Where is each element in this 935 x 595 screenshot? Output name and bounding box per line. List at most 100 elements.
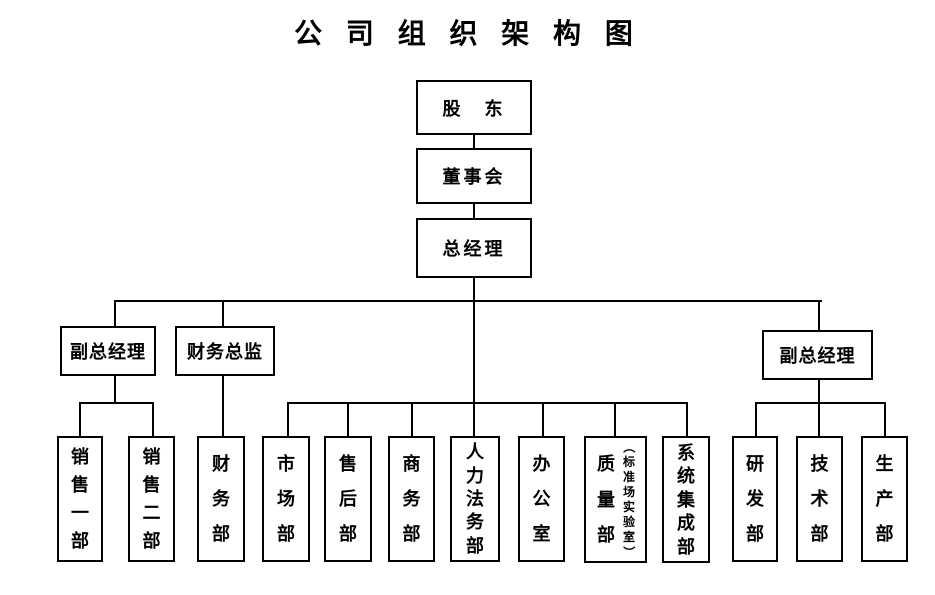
vertical-char: 市: [277, 454, 295, 474]
node-commerce-dept-label: 商务部: [403, 438, 421, 560]
vertical-char: 力: [466, 465, 484, 486]
vertical-char: 产: [875, 489, 894, 509]
vertical-char: 生: [875, 454, 894, 474]
vertical-char: 系: [677, 442, 695, 463]
connector-line: [473, 302, 475, 402]
node-system-integration-dept: 系统集成部: [662, 436, 710, 563]
vertical-char: 室: [532, 524, 551, 544]
vertical-char: 准: [622, 470, 635, 484]
connector-line: [114, 376, 116, 402]
vertical-char: 部: [677, 536, 695, 557]
node-system-integration-dept-label: 系统集成部: [677, 438, 695, 561]
node-finance-dept-label: 财务部: [212, 438, 230, 560]
vertical-char: 销: [142, 447, 161, 467]
node-board: 董事会: [416, 148, 532, 204]
vertical-char: 人: [466, 442, 484, 463]
node-technical-dept-label: 技术部: [811, 438, 829, 560]
node-general-manager-label: 总经理: [442, 239, 506, 259]
node-finance-dept: 财务部: [197, 436, 245, 562]
connector-line: [686, 404, 688, 436]
vertical-char: 部: [339, 524, 357, 544]
vertical-char: 发: [746, 489, 764, 509]
vertical-char: 法: [466, 488, 484, 509]
connector-line: [542, 404, 544, 436]
node-aftersales-dept: 售后部: [324, 436, 372, 562]
node-production-dept: 生产部: [861, 436, 908, 562]
node-production-dept-label: 生产部: [876, 438, 894, 560]
vertical-char: 验: [622, 515, 635, 529]
node-deputy-gm-left-label: 副总经理: [70, 342, 146, 362]
vertical-char: （: [621, 440, 636, 454]
node-rnd-dept-label: 研发部: [746, 438, 764, 560]
connector-line: [152, 404, 154, 436]
vertical-char: 实: [622, 500, 635, 514]
vertical-char: 务: [212, 489, 230, 509]
connector-line: [614, 404, 616, 436]
node-shareholders: 股 东: [416, 80, 532, 135]
vertical-char: 务: [466, 512, 484, 533]
vertical-char: 财: [212, 454, 230, 474]
node-finance-director-label: 财务总监: [187, 342, 263, 362]
node-deputy-gm-left: 副总经理: [60, 326, 156, 376]
vertical-char: 部: [875, 524, 894, 544]
node-sales-dept-1-label: 销售一部: [71, 438, 89, 560]
node-hr-legal-dept-label: 人力法务部: [466, 438, 484, 560]
connector-line: [473, 278, 475, 302]
vertical-char: 公: [532, 489, 551, 509]
node-board-label: 董事会: [442, 167, 506, 187]
node-office: 办公室: [518, 436, 565, 562]
vertical-char: 量: [597, 489, 615, 510]
connector-line: [755, 404, 757, 436]
connector-line: [818, 380, 820, 402]
node-marketing-dept-label: 市场部: [277, 438, 295, 560]
vertical-char: 商: [402, 454, 421, 474]
node-deputy-gm-right-label: 副总经理: [779, 346, 856, 366]
connector-line: [222, 376, 224, 436]
vertical-char: 质: [597, 454, 615, 475]
node-sales-dept-1: 销售一部: [57, 436, 103, 562]
vertical-char: 二: [142, 503, 161, 523]
node-quality-dept-label: 质量部: [593, 438, 619, 561]
vertical-char: 统: [677, 466, 695, 486]
vertical-char: 售: [339, 454, 357, 474]
vertical-char: 办: [532, 454, 551, 474]
vertical-char: 售: [142, 475, 161, 495]
node-marketing-dept: 市场部: [262, 436, 310, 562]
node-sales-dept-2: 销售二部: [128, 436, 175, 562]
connector-line: [884, 404, 886, 436]
vertical-char: 部: [71, 531, 89, 551]
chart-title: 公 司 组 织 架 构 图: [294, 18, 641, 49]
vertical-char: 术: [810, 489, 829, 509]
vertical-char: 研: [746, 454, 764, 474]
vertical-char: 场: [277, 489, 295, 509]
vertical-char: 部: [466, 535, 484, 556]
connector-line: [818, 302, 820, 330]
connector-line: [473, 135, 475, 148]
vertical-char: 成: [677, 513, 695, 533]
node-general-manager: 总经理: [416, 218, 532, 278]
vertical-char: 销: [71, 447, 89, 467]
node-quality-dept-note: （标准场实验室）: [620, 438, 638, 561]
connector-line: [79, 404, 81, 436]
connector-line: [79, 402, 154, 404]
vertical-char: 售: [71, 475, 89, 495]
connector-line: [222, 302, 224, 326]
vertical-char: 集: [677, 489, 695, 510]
connector-line: [411, 404, 413, 436]
node-commerce-dept: 商务部: [388, 436, 435, 562]
connector-line: [114, 300, 822, 302]
vertical-char: ）: [621, 545, 636, 559]
node-rnd-dept: 研发部: [732, 436, 778, 562]
vertical-char: 部: [142, 531, 161, 551]
node-deputy-gm-right: 副总经理: [762, 330, 873, 380]
vertical-char: 标: [622, 455, 635, 469]
vertical-char: 场: [622, 485, 635, 499]
connector-line: [818, 404, 820, 436]
connector-line: [287, 404, 289, 436]
node-sales-dept-2-label: 销售二部: [143, 438, 161, 560]
vertical-char: 部: [746, 524, 764, 544]
vertical-char: 室: [622, 530, 635, 544]
vertical-char: 部: [402, 524, 421, 544]
connector-line: [755, 402, 886, 404]
